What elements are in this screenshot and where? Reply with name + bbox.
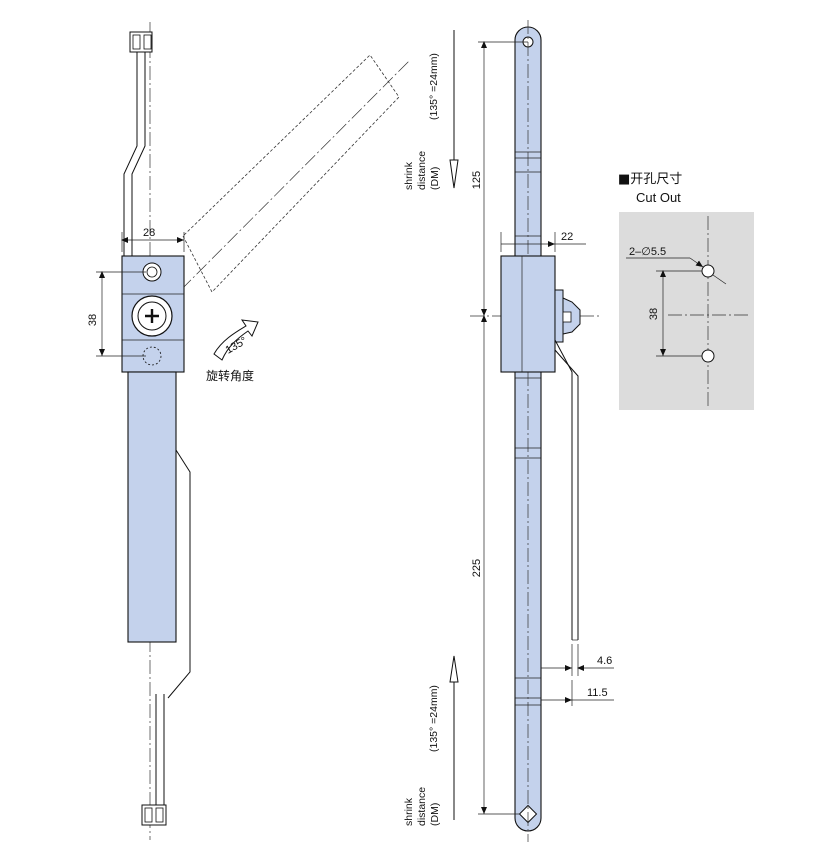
side-cylinder-head [554,289,581,343]
lower-rod [141,694,167,826]
shrink-bottom-line3: (DM) [429,803,441,826]
handle-body [127,371,177,643]
upper-length-label: 125 [471,171,483,189]
shrink-distance-bottom: shrink distance (DM) (135° =24mm) [403,655,459,826]
lower-length-label: 225 [471,559,483,577]
upper-rod [123,31,153,256]
front-view: 28 38 135° 旋转角度 [87,22,411,840]
shrink-top-line2: distance [416,151,428,190]
lower-length-dimension: 225 [471,315,520,815]
rod-thickness-label: 4.6 [597,655,612,667]
shrink-top-line1: shrink [403,161,415,190]
cutout-title-cn: ■开孔尺寸 [618,172,682,187]
side-handle-rod [554,339,579,641]
shrink-bottom-line1: shrink [403,797,415,826]
handle-side-rod [167,449,191,699]
rotation-caption: 旋转角度 [206,368,254,383]
side-view: 125 225 22 4.6 11.5 [403,20,614,842]
side-housing [500,255,556,373]
shrink-bottom-line2: distance [416,787,428,826]
cutout-title-en: Cut Out [636,190,681,205]
housing-depth-label: 22 [561,231,573,243]
cutout-hole-spec: 2–∅5.5 [629,246,666,258]
front-hole-pitch-label: 38 [87,314,99,326]
front-hole-pitch-dimension: 38 [87,271,146,357]
housing-depth-dimension: 22 [500,231,586,252]
cutout-hole-pitch-label: 38 [648,308,660,320]
rod-offset-dimension: 11.5 [541,680,614,706]
cross-slot-icon [145,309,159,323]
cutout-panel [619,212,754,410]
shrink-down-arrow-icon [449,159,459,189]
front-width-dimension: 28 [121,227,185,252]
side-bar [514,20,542,842]
rod-offset-label: 11.5 [587,687,608,699]
front-width-label: 28 [143,227,155,239]
cutout-hole-lower [701,349,715,363]
cutout-hole-upper [701,264,715,278]
cutout-section: ■开孔尺寸 Cut Out 2–∅5.5 38 [618,172,754,410]
rotation-indicator: 135° 旋转角度 [206,319,259,383]
rotation-arrow-icon [213,319,259,361]
shrink-top-line3: (DM) [429,167,441,190]
rod-thickness-dimension: 4.6 [541,644,614,676]
shrink-bottom-line4: (135° =24mm) [428,685,440,752]
shrink-up-arrow-icon [449,655,459,683]
rotated-handle-ghost [149,54,411,322]
upper-length-dimension: 125 [471,41,528,316]
shrink-top-line4: (135° =24mm) [428,53,440,120]
shrink-distance-top: shrink distance (DM) (135° =24mm) [403,30,459,190]
lock-housing [121,255,185,373]
